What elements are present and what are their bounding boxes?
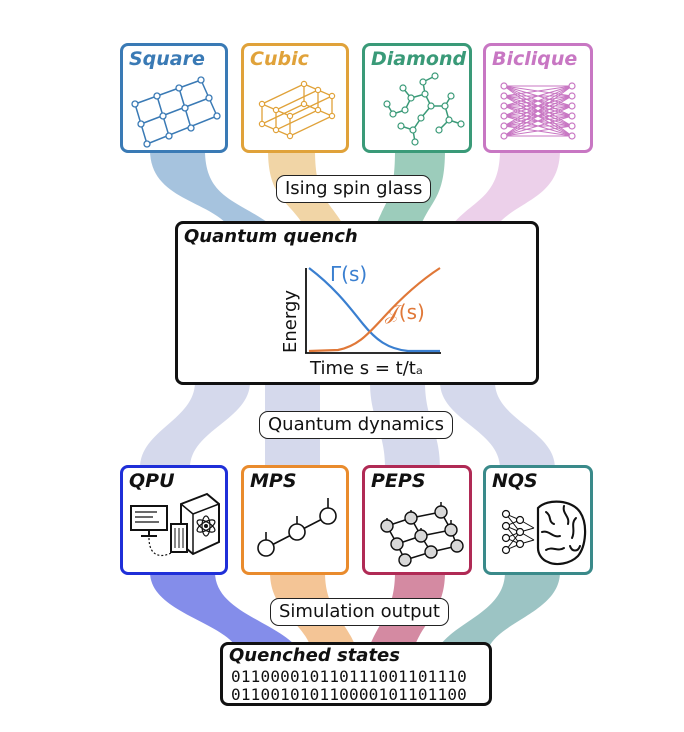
method-card-nqs: NQS bbox=[483, 465, 593, 575]
energy-axis-label: Energy bbox=[280, 290, 301, 353]
quenched-states-box: Quenched states 011000010110111001101110… bbox=[220, 642, 492, 706]
method-title: PEPS bbox=[371, 470, 426, 492]
square-lattice-icon bbox=[131, 76, 221, 148]
biclique-graph-icon bbox=[500, 82, 576, 140]
simulation-label: Simulation output bbox=[270, 598, 449, 626]
flow-dyn-nqs bbox=[440, 382, 555, 468]
method-title: NQS bbox=[492, 470, 538, 492]
flow-square bbox=[150, 150, 275, 228]
bitstring-row: 011000010110111001101110 bbox=[231, 667, 467, 686]
states-title: Quenched states bbox=[229, 645, 400, 666]
diamond-lattice-icon bbox=[383, 72, 465, 146]
gamma-curve bbox=[308, 267, 440, 353]
lattice-card-cubic: Cubic bbox=[241, 43, 349, 153]
lattice-card-square: Square bbox=[120, 43, 228, 153]
dynamics-label: Quantum dynamics bbox=[259, 411, 454, 439]
lattice-title: Biclique bbox=[492, 48, 578, 70]
method-card-qpu: QPU bbox=[120, 465, 228, 575]
bitstring-row: 011001010110000101101100 bbox=[231, 685, 467, 704]
mps-chain-icon bbox=[257, 498, 337, 557]
lattice-card-diamond: Diamond bbox=[362, 43, 472, 153]
quench-box: Quantum quench Energy Γ(s) 𝒥(s) Time s =… bbox=[175, 221, 539, 385]
lattice-title: Diamond bbox=[371, 48, 467, 70]
method-title: MPS bbox=[250, 470, 297, 492]
peps-network-icon bbox=[380, 502, 464, 567]
method-card-peps: PEPS bbox=[362, 465, 472, 575]
quench-title: Quantum quench bbox=[184, 226, 358, 247]
j-curve bbox=[308, 267, 441, 353]
qpu-computer-icon bbox=[130, 492, 220, 557]
lattice-card-biclique: Biclique bbox=[483, 43, 593, 153]
time-axis-label: Time s = t/tₐ bbox=[309, 358, 423, 379]
flow-biclique bbox=[450, 150, 560, 228]
j-label: 𝒥(s) bbox=[385, 300, 425, 324]
method-title: QPU bbox=[129, 470, 175, 492]
quench-schedule-plot: Energy Γ(s) 𝒥(s) Time s = t/tₐ bbox=[280, 262, 441, 379]
method-card-mps: MPS bbox=[241, 465, 349, 575]
flow-dyn-qpu bbox=[140, 382, 250, 468]
flow-nqs bbox=[440, 572, 560, 645]
spin-glass-label: Ising spin glass bbox=[276, 175, 432, 203]
lattice-title: Square bbox=[129, 48, 205, 70]
lattice-title: Cubic bbox=[250, 48, 309, 70]
cubic-lattice-icon bbox=[258, 80, 336, 140]
flow-qpu bbox=[150, 572, 295, 645]
gamma-label: Γ(s) bbox=[330, 262, 367, 286]
neural-brain-icon bbox=[501, 500, 587, 566]
